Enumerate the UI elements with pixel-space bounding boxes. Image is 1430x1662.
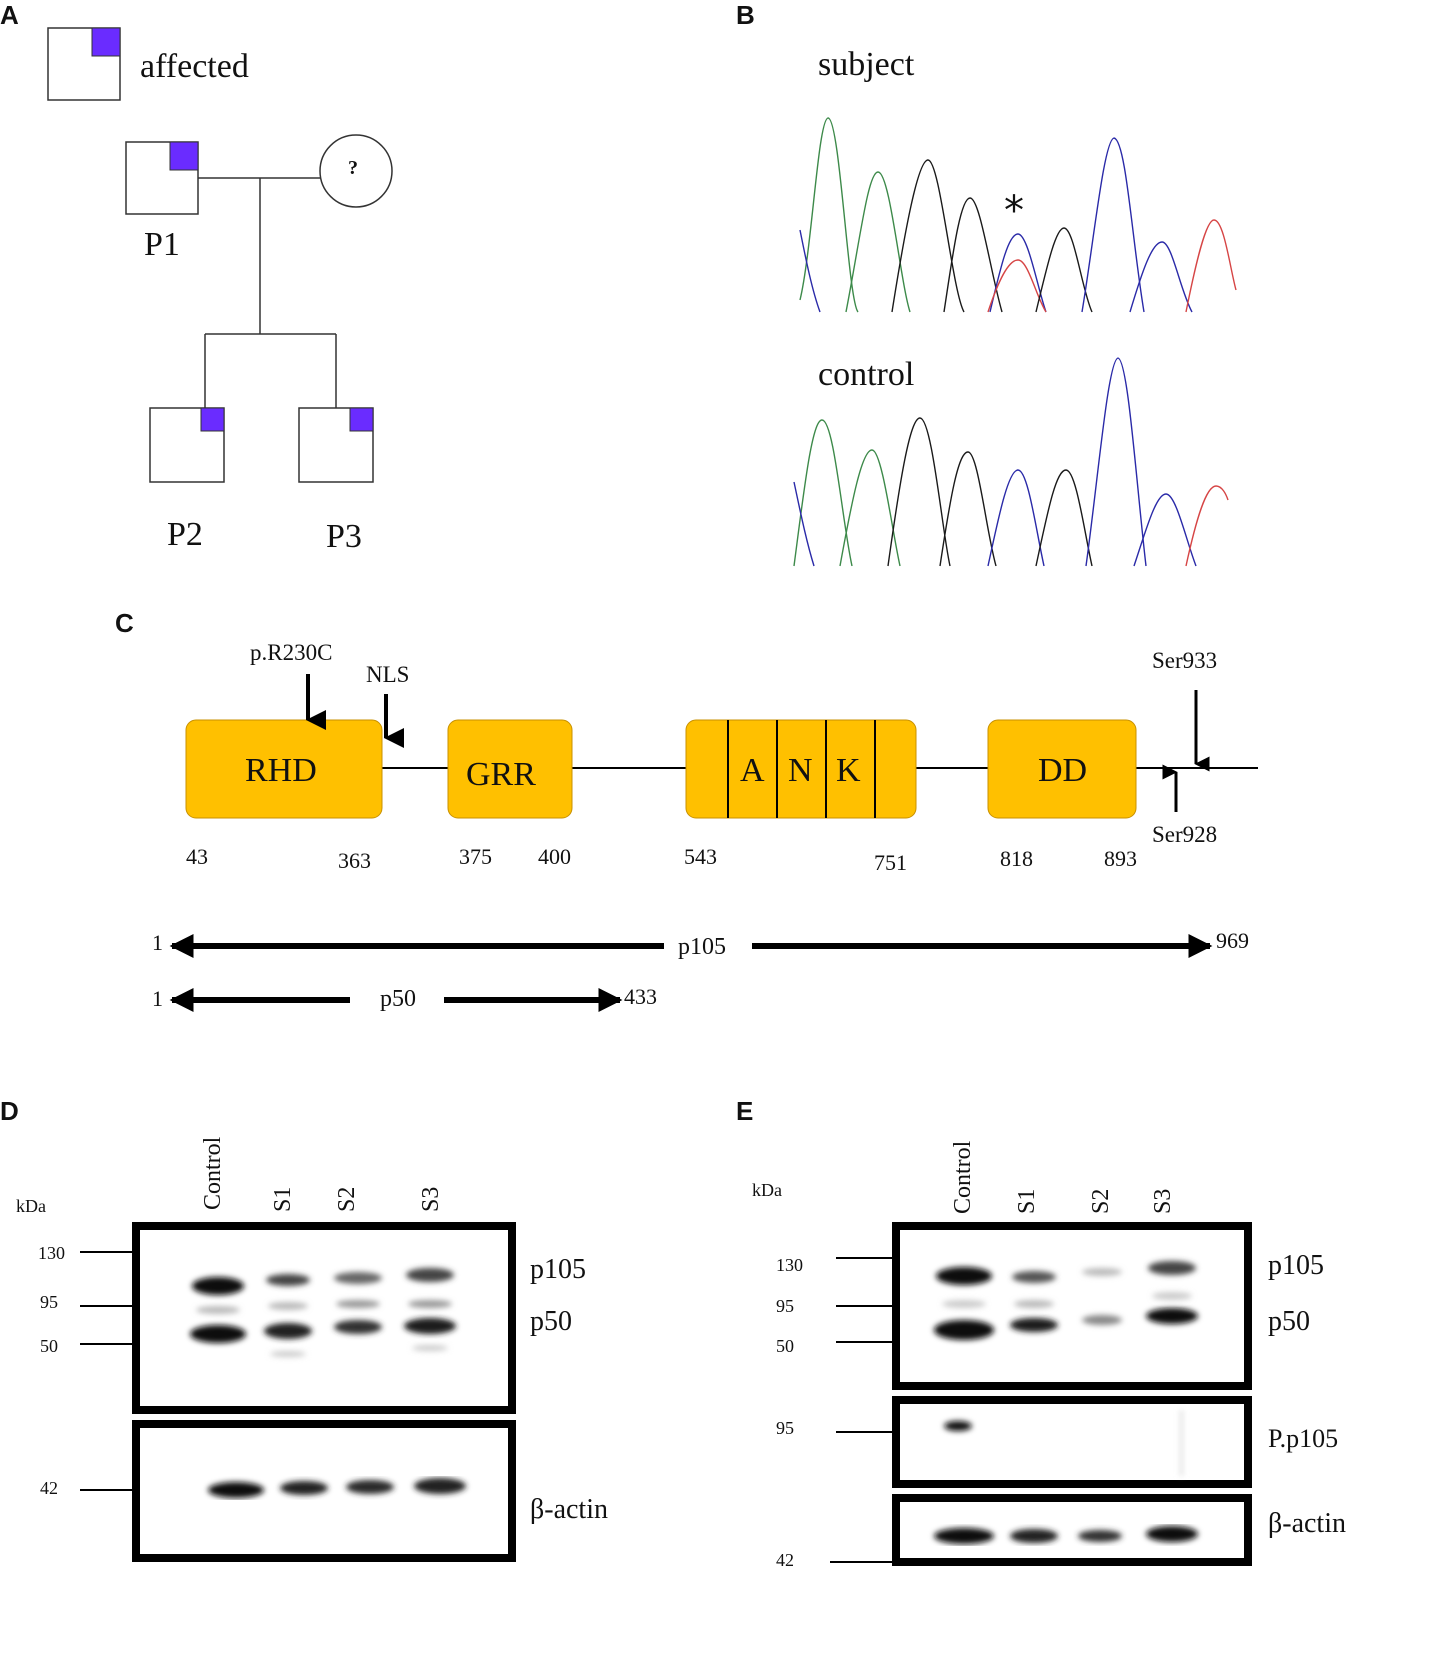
blot-e-actin-label: β-actin (1268, 1508, 1346, 1539)
domain-rhd-label: RHD (245, 752, 317, 789)
blot-e-lane-s2: S2 (1088, 1188, 1114, 1214)
blot-e-lane-control: Control (950, 1140, 976, 1214)
dd-end: 893 (1104, 846, 1137, 871)
variant-asterisk: * (1004, 188, 1024, 234)
label-p2: P2 (167, 516, 203, 553)
control-trace-red-1 (1185, 485, 1229, 567)
unknown-mark: ? (348, 157, 358, 179)
domain-ank-letter-k: K (836, 752, 861, 789)
control-trace-black-3 (1035, 469, 1093, 567)
panel-label-a: A (0, 0, 19, 30)
blot-e-marker-130: 130 (776, 1255, 803, 1275)
subject-trace-blue-edge (799, 229, 821, 313)
blot-e-p105-label: p105 (1268, 1250, 1324, 1281)
blot-d-p50-label: p50 (530, 1306, 572, 1337)
control-label: control (818, 356, 915, 393)
p105-label: p105 (678, 934, 726, 960)
panel-label-c: C (115, 608, 134, 638)
mutation-label: p.R230C (250, 640, 333, 665)
blot-d-marker-95: 95 (40, 1292, 58, 1312)
control-trace-black-2 (939, 451, 997, 567)
label-p3: P3 (326, 518, 362, 555)
ank-start: 543 (684, 844, 717, 869)
blot-d-kda-label: kDa (16, 1196, 46, 1216)
blot-e-p50-label: p50 (1268, 1306, 1310, 1337)
blot-e-marker-95: 95 (776, 1296, 794, 1316)
panel-label-e: E (736, 1096, 754, 1126)
subject-trace-black-3 (1035, 227, 1093, 313)
blot-e-lane-s1: S1 (1014, 1188, 1040, 1214)
p50-end: 433 (624, 984, 657, 1009)
subject-trace-blue-2 (1081, 137, 1145, 313)
p1-affected-fill (169, 141, 199, 171)
blot-e-marker-50: 50 (776, 1336, 794, 1356)
subject-trace-blue-3 (1129, 241, 1193, 313)
subject-label: subject (818, 46, 915, 83)
blot-e-lane-s3: S3 (1150, 1188, 1176, 1214)
ank-end: 751 (874, 850, 907, 875)
domain-ank-letter-a: A (740, 752, 765, 789)
p105-start: 1 (152, 930, 163, 955)
rhd-start: 43 (186, 844, 208, 869)
p2-affected-fill (200, 407, 225, 432)
blot-e-middle-frame (892, 1396, 1252, 1488)
control-trace-black-1 (887, 417, 951, 567)
domain-grr (447, 719, 573, 819)
control-trace-blue-edge (793, 481, 815, 567)
legend-square (47, 27, 121, 101)
legend-affected-fill (91, 27, 121, 57)
blot-d-top-frame (132, 1222, 516, 1414)
p3-affected-fill (349, 407, 374, 432)
subject-trace-red-1 (987, 259, 1047, 313)
control-trace-blue-1 (987, 469, 1045, 567)
blot-d-actin-label: β-actin (530, 1494, 608, 1525)
subject-trace-blue-1 (989, 233, 1047, 313)
rhd-end: 363 (338, 848, 371, 873)
control-trace-blue-3 (1133, 493, 1197, 567)
dd-start: 818 (1000, 846, 1033, 871)
nls-label: NLS (366, 662, 410, 687)
grr-end: 400 (538, 844, 571, 869)
subject-trace-green (799, 117, 859, 313)
blot-e-pp105-label: P.p105 (1268, 1424, 1339, 1453)
spouse-circle (319, 134, 393, 208)
control-trace-blue-2 (1085, 357, 1147, 567)
panel-label-d: D (0, 1096, 19, 1126)
grr-start: 375 (459, 844, 492, 869)
legend-affected-label: affected (140, 48, 249, 85)
subject-trace-red-2 (1185, 219, 1237, 313)
panel-label-b: B (736, 0, 755, 30)
domain-dd (987, 719, 1137, 819)
ser933-label: Ser933 (1152, 648, 1218, 673)
blot-e-marker-95-pp105: 95 (776, 1418, 794, 1438)
domain-dd-label: DD (1038, 752, 1088, 789)
label-p1: P1 (144, 226, 180, 263)
subject-trace-black-1 (891, 159, 965, 313)
blot-d-marker-42: 42 (40, 1478, 58, 1498)
blot-e-kda-label: kDa (752, 1180, 782, 1200)
p50-label: p50 (380, 986, 416, 1012)
subject-trace-black-2 (943, 197, 1003, 313)
blot-d-marker-130: 130 (38, 1243, 65, 1263)
domain-ank (685, 719, 917, 819)
blot-d-p105-label: p105 (530, 1254, 586, 1285)
blot-d-marker-50: 50 (40, 1336, 58, 1356)
domain-ank-letter-n: N (788, 752, 813, 789)
domain-grr-label: GRR (466, 756, 536, 793)
control-trace-green-2 (839, 449, 901, 567)
control-trace-green-1 (793, 419, 853, 567)
ser928-label: Ser928 (1152, 822, 1218, 847)
p105-end: 969 (1216, 928, 1249, 953)
blot-e-marker-42: 42 (776, 1550, 794, 1570)
subject-trace-green-2 (845, 171, 911, 313)
p50-start: 1 (152, 986, 163, 1011)
domain-rhd (185, 719, 383, 819)
